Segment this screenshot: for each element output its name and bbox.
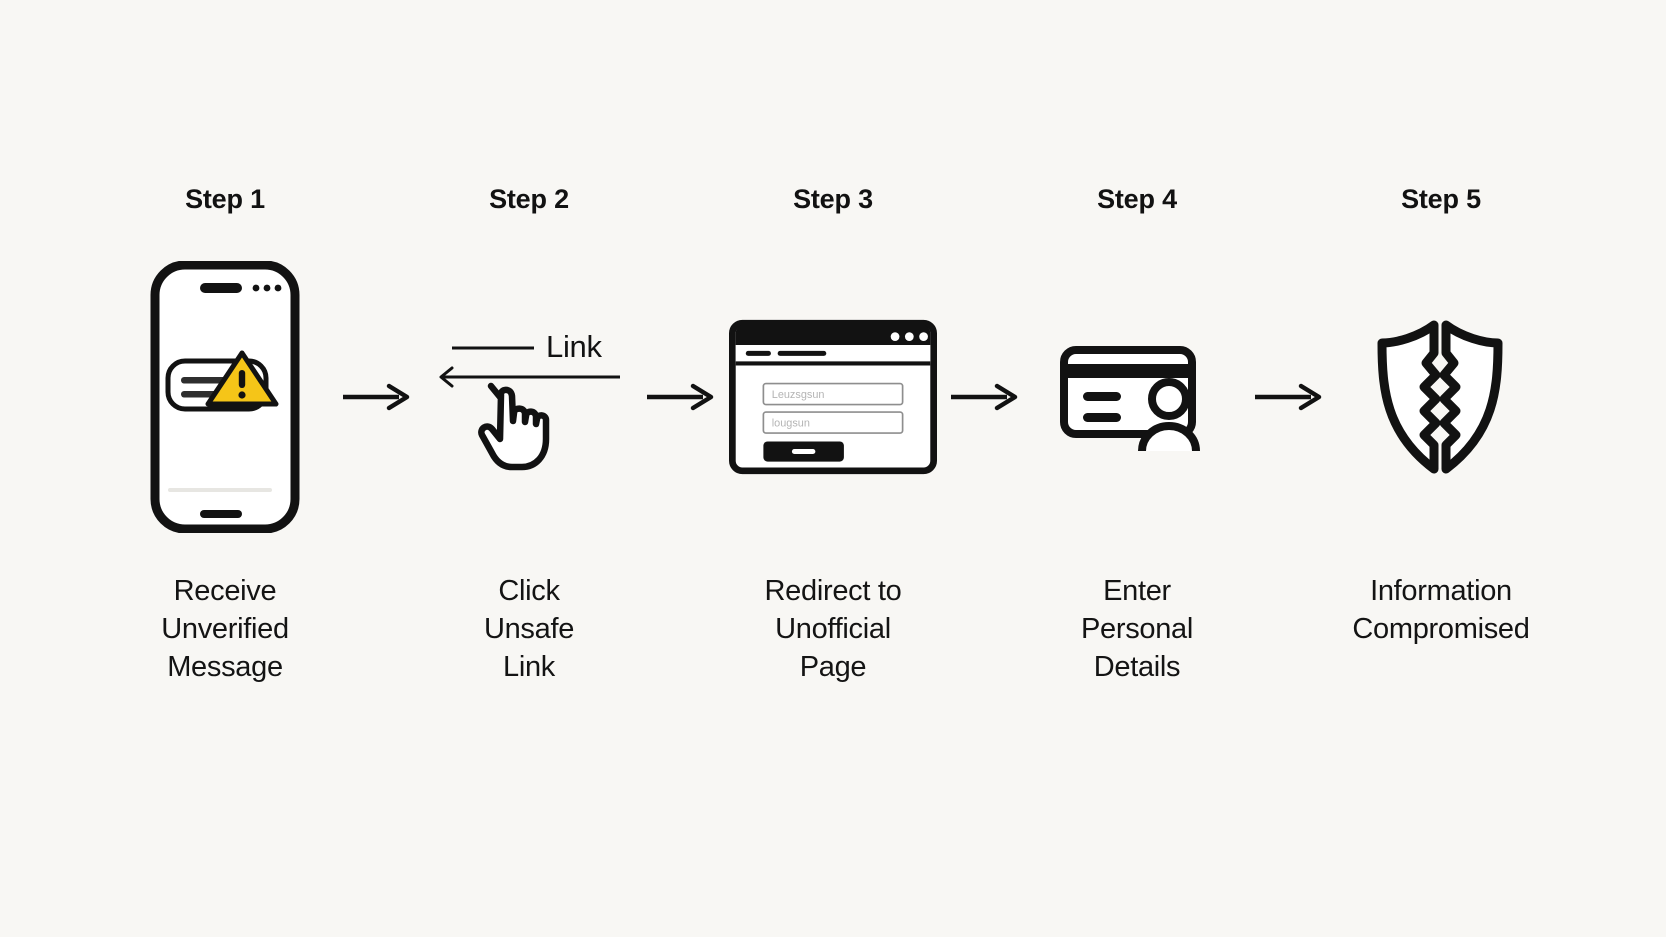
- step-5-icon-area: [1337, 232, 1545, 562]
- shield-left-half: [1377, 320, 1441, 474]
- connector-1: [329, 232, 425, 562]
- browser-tab-1[interactable]: [745, 350, 771, 356]
- login-input-1-placeholder: Leuzsgsun: [772, 389, 825, 401]
- step-3-caption: Redirect to Unofficial Page: [764, 575, 902, 683]
- right-arrow-icon: [951, 383, 1018, 411]
- window-dot-2[interactable]: [904, 332, 914, 341]
- person-body-icon: [1138, 422, 1200, 452]
- step-4-caption: Enter Personal Details: [1080, 575, 1194, 683]
- link-label[interactable]: Link: [546, 329, 603, 364]
- step-3: Step 3 Leuzsgsun lougsun: [729, 186, 937, 686]
- window-dot-1[interactable]: [890, 332, 900, 341]
- window-dot-3[interactable]: [919, 332, 928, 341]
- login-input-1[interactable]: [762, 382, 904, 406]
- step-1-caption: Receive Unverified Message: [161, 575, 289, 683]
- step-1: Step 1: [121, 186, 329, 686]
- connector-2: [633, 232, 729, 562]
- step-4: Step 4 Enter Personal Details: [1033, 186, 1241, 686]
- step-3-heading: Step 3: [793, 184, 873, 214]
- right-arrow-icon: [343, 383, 410, 411]
- right-arrow-icon: [1255, 383, 1322, 411]
- connector-4: [1241, 232, 1337, 562]
- step-5-caption: Information Compromised: [1352, 575, 1530, 645]
- person-head-icon: [1148, 378, 1190, 420]
- card-line-1: [1083, 392, 1121, 401]
- step-5: Step 5 Information Compromised: [1337, 186, 1545, 648]
- submit-button-label-bar: [791, 449, 816, 455]
- step-2-icon-area: Link: [425, 232, 633, 562]
- step-4-icon-area: [1033, 232, 1241, 562]
- browser-tab-2[interactable]: [777, 350, 827, 356]
- hand-cursor-click-link-icon: Link: [439, 329, 620, 471]
- step-1-heading: Step 1: [185, 184, 265, 214]
- card-line-2: [1083, 413, 1121, 422]
- step-4-heading: Step 4: [1097, 184, 1177, 214]
- smartphone-warning-message-icon: [150, 261, 300, 533]
- browser-login-form-icon: Leuzsgsun lougsun: [729, 319, 937, 475]
- broken-shield-icon: [1377, 320, 1503, 474]
- step-2-heading: Step 2: [489, 184, 569, 214]
- login-input-2[interactable]: [762, 411, 904, 434]
- credit-card-person-icon: [1060, 346, 1200, 452]
- step-1-icon-area: [121, 232, 329, 562]
- step-2: Step 2 Link Click Unsafe Link: [425, 186, 633, 686]
- step-3-icon-area: Leuzsgsun lougsun: [729, 232, 937, 562]
- step-2-caption: Click Unsafe Link: [483, 575, 575, 683]
- login-input-2-placeholder: lougsun: [772, 417, 810, 429]
- pointing-hand-cursor-icon: [478, 382, 550, 471]
- shield-right-half: [1439, 320, 1503, 474]
- connector-3: [937, 232, 1033, 562]
- step-5-heading: Step 5: [1401, 184, 1481, 214]
- right-arrow-icon: [647, 383, 714, 411]
